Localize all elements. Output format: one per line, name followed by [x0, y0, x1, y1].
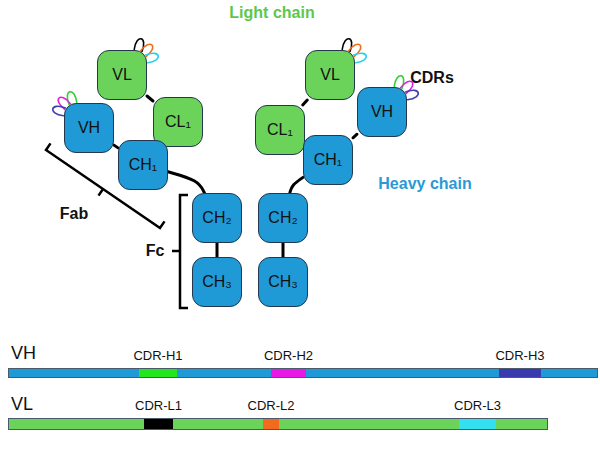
cdr-loop [146, 52, 160, 63]
constant-light-domain: CL₁ [153, 97, 203, 147]
constant-light-domain: CL₁ [255, 105, 305, 155]
cdr-segment: CDR-L1 [144, 419, 173, 429]
domain-linker [114, 145, 118, 148]
cdr-segment: CDR-L2 [263, 419, 279, 429]
domain-name: VH [371, 103, 393, 121]
constant-heavy-domain: CH₂ [258, 193, 308, 243]
fragment-label: Fc [146, 242, 165, 260]
fragment-label: Fab [60, 205, 88, 223]
cdr-loop [354, 52, 368, 63]
chain-name: VL [11, 394, 33, 415]
chain-label: Heavy chain [378, 175, 471, 193]
domain-linker [353, 134, 357, 138]
domain-name: CH₃ [202, 273, 232, 291]
cdr-name: CDR-L3 [454, 398, 501, 413]
variable-light-domain: VL [97, 50, 147, 100]
domain-name: CL₁ [267, 121, 293, 139]
cdr-label: CDRs [410, 69, 454, 87]
constant-heavy-domain: CH₂ [192, 193, 242, 243]
cdr-name: CDR-H1 [133, 348, 182, 363]
constant-heavy-domain: CH₁ [118, 140, 168, 190]
cdr-name: CDR-H2 [264, 348, 313, 363]
domain-name: CH₁ [129, 156, 158, 174]
fc-bracket [172, 195, 188, 308]
domain-linker [147, 96, 153, 101]
sequence-bar: VLCDR-L1CDR-L2CDR-L3 [8, 418, 548, 430]
domain-linker [290, 177, 303, 193]
constant-heavy-domain: CH₃ [192, 257, 242, 307]
domain-name: CH₂ [202, 209, 231, 227]
domain-linker [216, 243, 219, 257]
domain-linker [282, 243, 285, 257]
domain-name: CH₃ [268, 273, 298, 291]
domain-name: CL₁ [165, 113, 191, 131]
cdr-loop [406, 89, 420, 100]
constant-heavy-domain: CH₁ [303, 135, 353, 185]
constant-heavy-domain: CH₃ [258, 257, 308, 307]
variable-heavy-domain: VH [357, 87, 407, 137]
chain-label: Light chain [229, 4, 314, 22]
variable-heavy-domain: VH [64, 103, 114, 153]
cdr-name: CDR-H3 [495, 348, 544, 363]
domain-linker [168, 172, 205, 193]
sequence-bar: VHCDR-H1CDR-H2CDR-H3 [8, 368, 598, 378]
variable-light-domain: VL [305, 50, 355, 100]
cdr-segment: CDR-H1 [139, 369, 177, 377]
cdr-segment: CDR-H2 [271, 369, 306, 377]
cdr-name: CDR-L2 [248, 398, 295, 413]
domain-name: CH₂ [268, 209, 297, 227]
cdr-name: CDR-L1 [135, 398, 182, 413]
domain-name: VL [320, 66, 340, 84]
chain-name: VH [11, 343, 36, 364]
domain-name: VH [78, 119, 100, 137]
domain-name: VL [112, 66, 132, 84]
cdr-segment: CDR-H3 [499, 369, 541, 377]
domain-linker [303, 100, 308, 105]
cdr-segment: CDR-L3 [459, 419, 496, 429]
domain-name: CH₁ [314, 151, 343, 169]
